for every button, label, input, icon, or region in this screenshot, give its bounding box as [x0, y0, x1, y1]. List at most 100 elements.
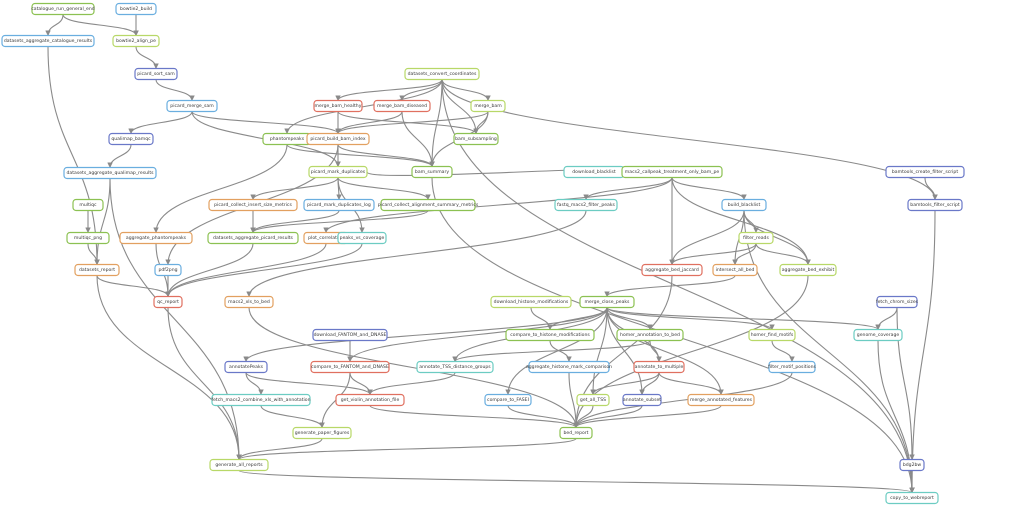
dag-edge	[568, 372, 579, 429]
dag-edge	[284, 79, 443, 135]
dag-node-datasets-report: datasets_report	[74, 263, 120, 277]
dag-node-fastq-macs2-filter-peaks: fastq_macs2_filter_peaks	[554, 198, 618, 212]
dag-edge	[128, 111, 193, 135]
node-box	[108, 132, 154, 146]
node-box	[308, 165, 368, 179]
dag-edge	[771, 340, 795, 363]
dag-edge	[573, 404, 722, 429]
node-layer: catalogue_run_general_end bowtie2_buildda…	[1, 2, 965, 505]
dag-edge	[109, 178, 242, 461]
dag-edge	[238, 469, 915, 494]
dag-edge	[250, 209, 429, 234]
dag-edge	[250, 210, 340, 234]
dag-node-homer-find-motifs: homer_find_motifs	[748, 328, 796, 342]
node-box	[119, 231, 193, 245]
dag-node-aggregate-bed-jaccard: aggregate_bed_jaccard	[641, 263, 703, 277]
node-box	[876, 295, 918, 309]
node-label: picard_mark_duplicates	[311, 169, 366, 175]
dag-edge	[606, 306, 775, 331]
node-box	[616, 328, 684, 342]
node-box	[559, 426, 593, 440]
dag-edge	[590, 372, 660, 396]
dag-edge	[573, 372, 793, 429]
node-label: aggregate_phantompeaks	[126, 235, 187, 241]
node-label: bowtie2_build	[120, 6, 152, 12]
node-label: aggregate_bed_exhibit	[782, 267, 835, 273]
node-label: filter_motif_positions	[768, 364, 816, 370]
dag-node-homer-annotation-to-bed: homer_annotation_to_bed	[616, 328, 684, 342]
node-label: get_violin_annotation_file	[341, 397, 400, 403]
node-label: annotatePeaks	[229, 364, 264, 370]
node-label: qualimap_bamqc	[111, 136, 151, 142]
dag-node-datasets-convert-coordinates: datasets_convert_coordinates	[404, 67, 480, 81]
dag-edge	[669, 243, 757, 266]
dag-node-multiqc: multiqc	[72, 198, 104, 212]
dag-edge	[590, 307, 608, 396]
dag-node-datasets-aggregate-qualimap-results: datasets_aggregate_qualimap_results	[63, 166, 157, 180]
node-label: datasets_convert_coordinates	[408, 71, 477, 77]
dag-node-aggregate-bed-exhibit: aggregate_bed_exhibit	[779, 263, 837, 277]
dag-node-filter-motif-positions: filter_motif_positions	[768, 360, 817, 374]
dag-edge	[87, 243, 100, 266]
node-label: annotate_TSS_distance_groups	[419, 364, 491, 370]
dag-edge	[135, 46, 159, 70]
dag-node-picard-mark-duplicates: picard_mark_duplicates	[308, 165, 368, 179]
node-box	[208, 198, 298, 212]
dag-edge	[47, 46, 100, 266]
dag-node-phantompeaks: phantompeaks	[262, 132, 312, 146]
dag-node-catalogue-run-general-end: catalogue_run_general_end	[31, 2, 95, 16]
node-label: picard_merge_sam	[170, 103, 214, 109]
dag-edge	[507, 405, 579, 429]
dag-node-bowtie2-align-pe: bowtie2_align_pe	[112, 34, 160, 48]
dag-node-download-histone-modifications: download_histone_modifications	[490, 295, 572, 309]
node-box	[505, 328, 595, 342]
node-box	[63, 166, 157, 180]
node-box	[292, 426, 352, 440]
node-box	[306, 132, 370, 146]
dag-node-picard-mark-duplicates-log: picard_mark_duplicates_log	[303, 198, 375, 212]
node-label: merge_bam	[474, 103, 502, 109]
dag-edge	[441, 79, 491, 102]
dag-edge	[669, 210, 745, 266]
node-label: compare_to_histone_modifications	[510, 332, 590, 338]
node-box	[1, 34, 95, 48]
node-label: copy_to_webreport	[890, 495, 934, 501]
dag-node-merge-close-peaks: merge_close_peaks	[579, 295, 635, 309]
node-box	[373, 99, 431, 113]
node-label: picard_mark_duplicates_log	[307, 202, 371, 208]
node-label: picard_collect_insert_size_metrics	[214, 202, 292, 208]
node-box	[907, 198, 963, 212]
dag-edge	[107, 144, 132, 169]
node-label: intersect_all_bed	[716, 267, 755, 273]
node-label: download_FANTOM_and_DNASE	[314, 332, 387, 338]
node-box	[576, 393, 610, 407]
node-box	[115, 2, 157, 16]
node-box	[312, 328, 388, 342]
dag-edge	[337, 110, 479, 135]
node-box	[154, 263, 182, 277]
dag-edge	[167, 307, 242, 461]
node-label: annotate_subset	[623, 397, 661, 403]
node-box	[885, 165, 965, 179]
dag-node-genome-coverage: genome_coverage	[853, 328, 903, 342]
dag-node-bed-report: bed_report	[559, 426, 593, 440]
dag-edge	[337, 144, 435, 168]
node-label: bed_report	[564, 430, 589, 436]
node-label: bamtools_filter_script	[910, 202, 960, 208]
node-label: generate_paper_figures	[295, 430, 350, 436]
dag-node-bam-subsampling: bam_subsampling	[453, 132, 499, 146]
node-box	[885, 491, 939, 505]
dag-edge	[248, 307, 579, 429]
dag-edge	[606, 307, 724, 396]
dag-edge	[573, 405, 643, 429]
node-label: bowtie2_align_pe	[116, 38, 156, 44]
node-box	[687, 393, 755, 407]
node-box	[207, 231, 299, 245]
node-box	[153, 295, 183, 309]
dag-edge	[335, 78, 443, 102]
dag-edge	[639, 372, 660, 396]
dag-node-picard-collect-insert-size-metrics: picard_collect_insert_size_metrics	[208, 198, 298, 212]
node-label: compare_to_FASEI	[487, 397, 529, 403]
dag-edge	[367, 372, 456, 396]
